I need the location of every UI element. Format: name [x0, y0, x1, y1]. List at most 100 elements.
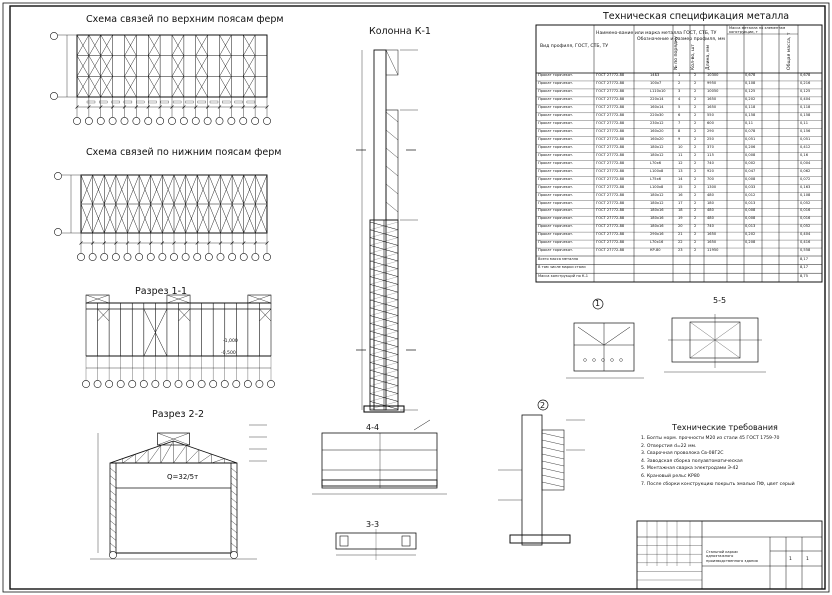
spec-cell-count: 2 — [694, 168, 697, 173]
spec-cell-profile: 180х16 — [650, 224, 664, 229]
title-section-1-1: Разрез 1-1 — [135, 286, 188, 297]
spec-cell-mass: 0,202 — [745, 97, 756, 102]
spec-cell-number: 1 — [678, 73, 681, 78]
spec-cell-length: 1650 — [707, 105, 717, 110]
mark-1000: -1,000 — [223, 339, 238, 344]
spec-cell-number: 19 — [678, 216, 683, 221]
spec-cell-grade: ГОСТ 27772-88 — [596, 192, 625, 197]
spec-cell-number: 16 — [678, 192, 683, 197]
spec-cell-total: 0,004 — [800, 160, 811, 165]
spec-cell-total: 0,125 — [800, 89, 811, 94]
spec-total-label: Масса конструкций по К-1 — [538, 274, 589, 278]
spec-cell-profile: L100х8 — [650, 184, 664, 189]
spec-cell-kind: Прокат горячекат. — [538, 200, 574, 205]
title-section-2-2: Разрез 2-2 — [152, 409, 205, 420]
spec-cell-length: 250 — [707, 136, 714, 141]
titleblock-sheets: 1 — [806, 557, 809, 562]
spec-cell-profile: L75х6 — [650, 176, 661, 181]
title-section-3-3: 3-3 — [366, 520, 380, 529]
spec-cell-mass: 0,051 — [745, 136, 756, 141]
spec-cell-profile: 14Б3 — [650, 73, 660, 78]
spec-total-label: Всего масса металла — [538, 256, 579, 261]
tech-item: 3. Сварочная проволока Св-08Г2С — [641, 451, 724, 457]
spec-cell-mass: 0,012 — [745, 192, 756, 197]
spec-cell-profile: 180х12 — [650, 144, 664, 149]
title-bottom-braces: Схема связей по нижним поясам ферм — [86, 147, 282, 158]
spec-cell-profile: 290х16 — [650, 232, 664, 237]
spec-cell-number: 12 — [678, 160, 683, 165]
spec-cell-kind: Прокат горячекат. — [538, 89, 574, 94]
spec-cell-grade: ГОСТ 27772-88 — [596, 240, 625, 245]
spec-cell-count: 2 — [694, 176, 697, 181]
spec-cell-kind: Прокат горячекат. — [538, 224, 574, 229]
tech-item: 7. После сборки конструкцию покрыть эмал… — [641, 481, 795, 487]
spec-cell-count: 2 — [694, 152, 697, 157]
spec-cell-profile: L70х16 — [650, 240, 664, 245]
spec-cell-total: 0,052 — [800, 200, 811, 205]
spec-cell-length: 480 — [707, 216, 714, 221]
spec-cell-profile: 100х7 — [650, 81, 662, 86]
spec-cell-mass: 0,206 — [745, 144, 756, 149]
spec-cell-number: 14 — [678, 176, 683, 181]
spec-cell-total: 0,412 — [800, 144, 811, 149]
spec-cell-count: 2 — [694, 248, 697, 253]
spec-cell-grade: ГОСТ 27772-88 — [596, 112, 625, 117]
tech-item: 1. Болты норм. прочности М20 из стали 45… — [641, 436, 780, 441]
spec-cell-length: 370 — [707, 144, 714, 149]
spec-cell-count: 2 — [694, 120, 697, 125]
spec-cell-total: 0,16 — [800, 152, 809, 157]
spec-cell-profile: КР-80 — [650, 248, 661, 253]
spec-cell-mass: 0,158 — [745, 112, 756, 117]
spec-cell-number: 21 — [678, 232, 683, 237]
spec-total-value: 8,75 — [800, 274, 809, 278]
tech-title: Технические требования — [672, 423, 778, 432]
spec-cell-number: 10 — [678, 144, 683, 149]
node-1-label: 1 — [595, 299, 601, 308]
title-section-5-5: 5-5 — [713, 296, 727, 305]
spec-cell-count: 2 — [694, 224, 697, 229]
spec-cell-kind: Прокат горячекат. — [538, 192, 574, 197]
spec-cell-count: 2 — [694, 136, 697, 141]
spec-header-vertical: Кол-во, шт — [691, 44, 696, 70]
section-2-2 — [90, 424, 267, 560]
spec-cell-profile: 220х30 — [650, 112, 664, 117]
spec-cell-kind: Прокат горячекат. — [538, 144, 574, 149]
spec-cell-length: 600 — [707, 120, 714, 125]
bottom-braces-plan — [54, 172, 271, 261]
spec-cell-kind: Прокат горячекат. — [538, 152, 574, 157]
spec-cell-number: 6 — [678, 112, 681, 117]
spec-cell-grade: ГОСТ 27772-88 — [596, 128, 625, 133]
spec-cell-number: 20 — [678, 224, 683, 229]
spec-cell-total: 0,052 — [800, 224, 811, 229]
spec-cell-total: 0,11 — [800, 120, 809, 125]
spec-cell-count: 2 — [694, 128, 697, 133]
spec-cell-grade: ГОСТ 27772-88 — [596, 136, 625, 141]
spec-cell-kind: Прокат горячекат. — [538, 105, 574, 110]
spec-cell-kind: Прокат горячекат. — [538, 184, 574, 189]
spec-cell-total: 0,108 — [800, 192, 811, 197]
spec-cell-kind: Прокат горячекат. — [538, 176, 574, 181]
spec-cell-total: 0,118 — [800, 105, 811, 110]
spec-cell-grade: ГОСТ 27772-88 — [596, 168, 625, 173]
spec-cell-grade: ГОСТ 27772-88 — [596, 232, 625, 237]
spec-cell-kind: Прокат горячекат. — [538, 208, 574, 213]
spec-cell-number: 18 — [678, 208, 683, 213]
spec-cell-total: 0,216 — [800, 81, 811, 86]
spec-cell-number: 15 — [678, 184, 683, 189]
spec-cell-mass: 0,008 — [745, 208, 756, 213]
spec-cell-length: 115 — [707, 152, 714, 157]
spec-cell-length: 740 — [707, 224, 714, 229]
spec-cell-length: 700 — [707, 176, 714, 181]
spec-cell-length: 550 — [707, 112, 714, 117]
spec-cell-mass: 0,202 — [745, 232, 756, 237]
spec-cell-mass: 0,078 — [745, 128, 756, 133]
spec-cell-profile: 160х20 — [650, 128, 664, 133]
spec-cell-profile: 160х14 — [650, 105, 664, 110]
tech-item: 5. Монтажная сварка электродами Э-42 — [641, 466, 739, 472]
spec-cell-profile: L70х6 — [650, 160, 661, 165]
spec-cell-total: 0,404 — [800, 232, 811, 237]
spec-cell-kind: Прокат горячекат. — [538, 232, 574, 237]
spec-cell-mass: 0,678 — [745, 73, 756, 78]
spec-cell-length: 1650 — [707, 240, 717, 245]
